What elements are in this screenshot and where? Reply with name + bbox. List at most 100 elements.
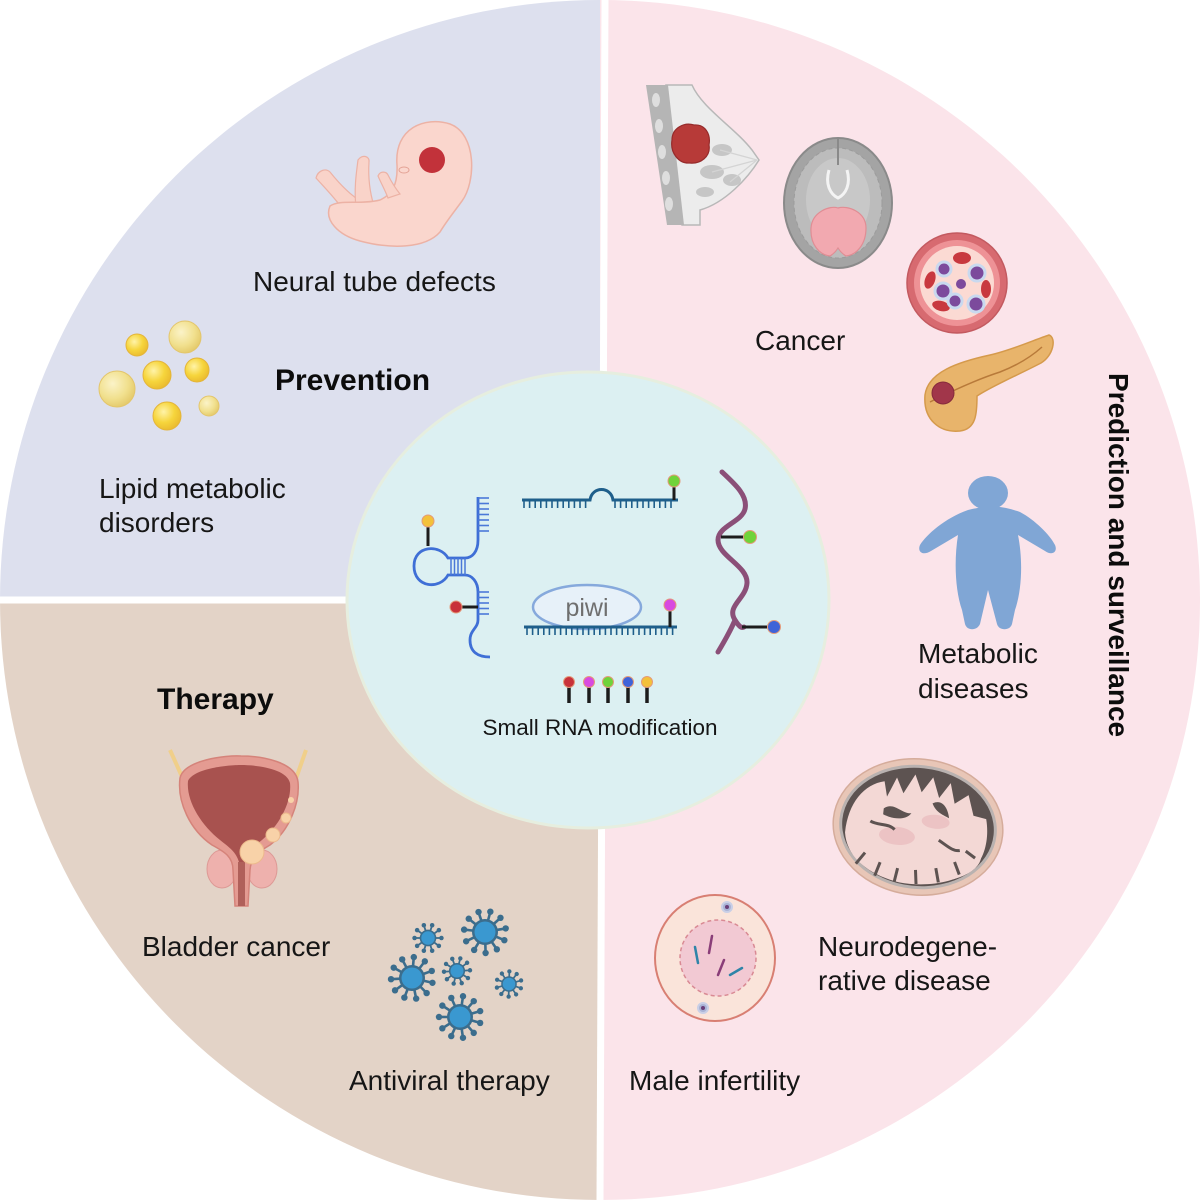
- spike-knob: [470, 1029, 477, 1037]
- prevention-title: Prevention: [275, 364, 430, 397]
- red-blood-cell: [981, 280, 991, 298]
- spike-knob: [436, 943, 442, 949]
- spike-knob: [421, 922, 427, 928]
- spike-knob: [497, 914, 504, 922]
- spike-knob: [435, 1013, 443, 1021]
- label-lipid-line-1: Lipid metabolic: [99, 473, 286, 504]
- virus-icon: [494, 969, 524, 999]
- spike-knob: [464, 960, 470, 965]
- embryo-eye: [398, 166, 410, 174]
- virus-icon: [460, 908, 509, 957]
- bladder-tumor: [239, 839, 265, 865]
- embryo-leg: [354, 155, 375, 208]
- rna-hairpin-icon: [412, 497, 491, 659]
- spike-knob: [494, 985, 500, 990]
- virus-icon: [435, 993, 484, 1041]
- pin-head-magenta: [583, 676, 595, 688]
- label-cancer: Cancer: [755, 325, 845, 356]
- bladder-lumen: [187, 765, 291, 862]
- embryo-arm: [377, 171, 402, 199]
- spike-knob: [506, 994, 511, 999]
- spike-knob: [507, 969, 512, 974]
- piwi-label: piwi: [565, 594, 608, 622]
- white-blood-cell: [956, 279, 966, 289]
- spike-knob: [475, 908, 482, 916]
- white-blood-cell: [946, 292, 964, 310]
- breast-tumor-icon: [646, 84, 760, 226]
- label-neural-tube-defects: Neural tube defects: [253, 266, 496, 297]
- lipid-droplet: [198, 395, 220, 417]
- spike-knob: [513, 992, 519, 997]
- red-blood-cell: [924, 271, 936, 289]
- pin-head-blue: [622, 676, 634, 688]
- spike-knob: [390, 964, 397, 971]
- brain-tumor: [810, 206, 867, 257]
- ventricle: [883, 806, 912, 819]
- spike-knob: [470, 997, 477, 1005]
- chromosome: [707, 934, 714, 955]
- spike-knob: [450, 956, 455, 962]
- cell-nucleus: [679, 919, 757, 997]
- lipid-droplet: [184, 357, 210, 383]
- white-blood-cell: [933, 281, 953, 301]
- brain-ventricles: [826, 169, 850, 200]
- pin-head-green: [602, 676, 614, 688]
- bulge-strand: [522, 488, 678, 502]
- modification-pin-yellow: [421, 514, 435, 528]
- lipid-droplet: [142, 360, 172, 390]
- person-body: [919, 506, 1056, 630]
- label-neurodegenerative-line-1: Neurodegene-: [818, 931, 997, 962]
- virus-icon: [387, 953, 436, 1002]
- spike-knob: [458, 956, 463, 961]
- pin-head-yellow: [641, 676, 653, 688]
- spike-knob: [451, 981, 456, 986]
- spike-knob: [459, 1034, 467, 1041]
- chromosome: [716, 958, 726, 977]
- pin-head-red: [563, 676, 575, 688]
- red-blood-cell: [953, 252, 971, 264]
- spike-knob: [476, 1019, 484, 1027]
- spike-knob: [410, 953, 418, 961]
- rib: [662, 171, 670, 185]
- spike-knob: [441, 969, 447, 974]
- wavy-strand: [715, 469, 750, 655]
- pancreas: [924, 334, 1054, 432]
- spike-knob: [412, 935, 417, 941]
- label-antiviral-therapy: Antiviral therapy: [349, 1065, 550, 1096]
- pancreas-tumor: [931, 381, 955, 405]
- spike-knob: [428, 967, 435, 975]
- brain-tumor-icon: [783, 137, 893, 269]
- spike-knob: [421, 948, 427, 954]
- spike-knob: [439, 935, 444, 941]
- neural-tube-defect-spot: [419, 147, 445, 173]
- lipid-droplets-icon: [98, 320, 220, 431]
- hairpin-stem-rungs: [450, 558, 466, 575]
- piwi-protein: [531, 583, 643, 631]
- spike-knob: [436, 927, 442, 933]
- basal-ganglia: [921, 814, 950, 829]
- lipid-droplet: [152, 401, 182, 431]
- breast-tumor: [671, 123, 710, 164]
- rib: [658, 145, 666, 159]
- spike-knob: [459, 980, 464, 986]
- virus-icon: [412, 922, 444, 954]
- prediction-title: Prediction and surveillance: [1103, 373, 1134, 737]
- spike-knob: [439, 1025, 446, 1032]
- rib: [665, 197, 673, 211]
- blood-vessel-icon: [906, 232, 1008, 334]
- modification-legend-pins: [563, 676, 653, 703]
- spike-knob: [459, 993, 467, 1000]
- bladder-tumor: [280, 812, 292, 824]
- spike-knob: [465, 975, 471, 981]
- label-lipid-line-2: disorders: [99, 507, 214, 538]
- red-blood-cell: [932, 300, 950, 312]
- spike-knob: [448, 994, 455, 1002]
- modification-pin-magenta: [663, 598, 677, 612]
- virus-icon: [441, 956, 473, 986]
- virus-core: [474, 921, 496, 943]
- spike-knob: [476, 1007, 484, 1015]
- spike-knob: [502, 925, 509, 932]
- spike-knob: [399, 956, 406, 963]
- spike-knob: [439, 1002, 446, 1009]
- spike-knob: [414, 943, 420, 949]
